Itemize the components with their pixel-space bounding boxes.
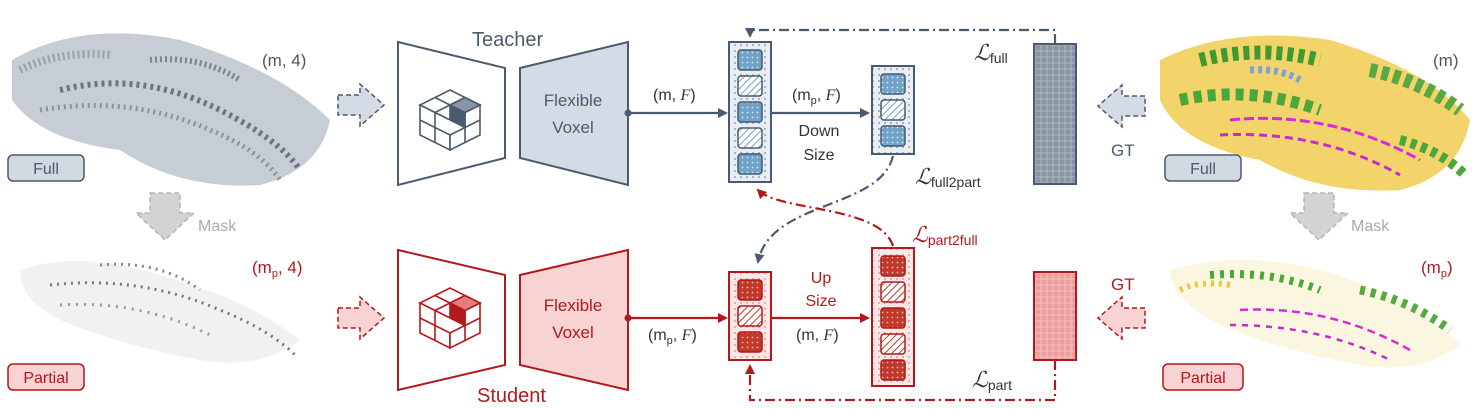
badge-full-right: Full (1164, 154, 1242, 182)
teacher-downsized-stack (871, 65, 915, 155)
loss-full-label: ℒfull (974, 40, 1008, 66)
down-size-line1: Down (799, 123, 840, 140)
loss-part-line (745, 360, 1057, 402)
mask-arrow-right (1288, 192, 1350, 242)
student-cube-icon (418, 287, 482, 350)
teacher-flexible-voxel: Flexible Voxel (519, 40, 629, 187)
student-input-arrow (337, 295, 386, 341)
badge-full-right-label: Full (1190, 161, 1216, 178)
student-feat-label: (mp, F) (648, 327, 697, 347)
down-size-line2: Size (803, 147, 834, 164)
badge-full-left-label: Full (33, 161, 59, 178)
loss-full2part-line (754, 155, 895, 264)
input-full-shape: (m, 4) (262, 51, 306, 70)
student-upsized-stack (871, 247, 915, 387)
loss-full-bar (1033, 43, 1077, 185)
badge-partial-left: Partial (7, 363, 85, 391)
student-out-dot (624, 314, 632, 322)
mask-arrow-left (134, 192, 196, 242)
badge-partial-right: Partial (1162, 363, 1244, 391)
student-label: Student (477, 385, 546, 407)
loss-part-label: ℒpart (972, 367, 1012, 393)
teacher-out-dot (624, 109, 632, 117)
up-size-line1: Up (811, 270, 832, 287)
output-full-shape: (m) (1433, 51, 1458, 70)
teacher-down-feat-label: (mp, F) (792, 87, 841, 107)
loss-part2full-label: ℒpart2full (912, 222, 978, 248)
teacher-feat-label: (m, F) (653, 87, 696, 104)
badge-partial-right-label: Partial (1180, 370, 1225, 387)
input-partial-pointcloud (20, 261, 300, 363)
student-module-line1: Flexible (544, 296, 603, 315)
gt-label-teacher: GT (1111, 141, 1135, 160)
teacher-module-line1: Flexible (544, 91, 603, 110)
student-encoder (397, 248, 506, 392)
student-up-feat-label: (m, F) (796, 327, 839, 344)
gt-arrow-student (1096, 295, 1146, 341)
teacher-module-line2: Voxel (552, 118, 594, 137)
badge-full-left: Full (7, 154, 85, 182)
teacher-encoder (397, 40, 506, 187)
student-module-line2: Voxel (552, 323, 594, 342)
loss-part-bar (1033, 271, 1077, 361)
output-partial-shape: (mp) (1421, 258, 1453, 280)
loss-full2part-label: ℒfull2part (915, 164, 981, 190)
loss-part2full-line (756, 188, 895, 247)
teacher-label: Teacher (472, 29, 543, 51)
input-partial-shape: (mp, 4) (252, 258, 303, 280)
gt-arrow-teacher (1096, 83, 1146, 129)
loss-full-line (745, 28, 1057, 44)
output-full-pointcloud (1160, 35, 1470, 191)
teacher-input-arrow (337, 82, 386, 128)
up-size-line2: Size (805, 293, 836, 310)
output-partial-pointcloud (1170, 260, 1460, 368)
student-flexible-voxel: Flexible Voxel (519, 248, 629, 392)
input-full-pointcloud (12, 33, 330, 186)
teacher-feature-stack (728, 41, 772, 183)
teacher-cube-icon (418, 89, 482, 152)
mask-label-left: Mask (198, 218, 237, 235)
mask-label-right: Mask (1351, 218, 1390, 235)
student-feature-stack (728, 271, 772, 361)
badge-partial-left-label: Partial (23, 370, 68, 387)
gt-label-student: GT (1111, 275, 1135, 294)
